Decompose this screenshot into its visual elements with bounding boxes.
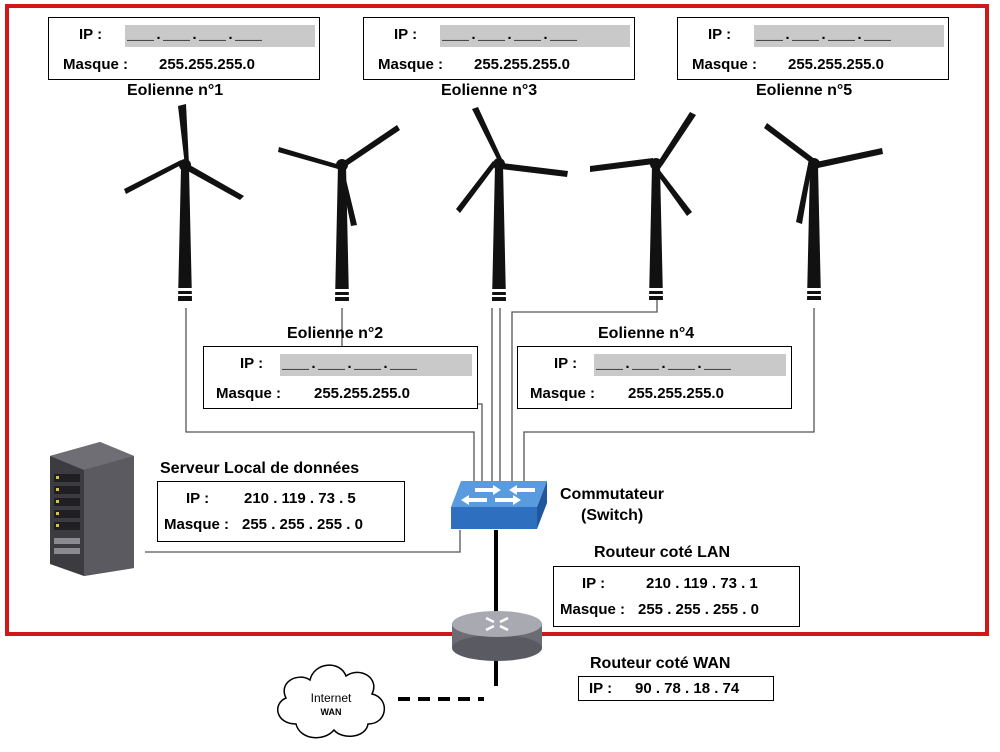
ip-label: IP : — [582, 575, 606, 592]
ip-label: IP : — [240, 355, 264, 372]
router-icon — [452, 611, 542, 661]
mask-label: Masque : — [63, 56, 129, 73]
router-lan-config: IP : 210 . 119 . 73 . 1 Masque : 255 . 2… — [553, 566, 800, 627]
mask-value: 255 . 255 . 255 . 0 — [638, 601, 759, 618]
server-title: Serveur Local de données — [160, 460, 360, 477]
mask-value: 255.255.255.0 — [159, 56, 255, 73]
eolienne-2-config: IP : ___.___.___.___ Masque : 255.255.25… — [203, 346, 478, 409]
link-eolienne-1 — [185, 308, 475, 482]
ip-input[interactable]: ___.___.___.___ — [754, 25, 944, 47]
mask-label: Masque : — [378, 56, 444, 73]
ip-input[interactable]: ___.___.___.___ — [125, 25, 315, 47]
eolienne-3-config: IP : ___.___.___.___ Masque : 255.255.25… — [363, 17, 635, 80]
mask-label: Masque : — [560, 601, 626, 618]
eolienne-2-title: Eolienne n°2 — [287, 325, 384, 342]
eolienne-3-title: Eolienne n°3 — [441, 82, 538, 99]
router-wan-title: Routeur coté WAN — [590, 655, 731, 672]
eolienne-4-config: IP : ___.___.___.___ Masque : 255.255.25… — [517, 346, 792, 409]
wind-turbine-5-icon — [764, 123, 883, 300]
router-wan-config: IP : 90 . 78 . 18 . 74 — [578, 676, 774, 701]
wind-turbine-2-icon — [278, 125, 400, 301]
server-config: IP : 210 . 119 . 73 . 5 Masque : 255 . 2… — [157, 481, 405, 542]
mask-label: Masque : — [216, 385, 282, 402]
router-lan-title: Routeur coté LAN — [594, 544, 730, 561]
link-eolienne-4 — [511, 300, 658, 482]
eolienne-4-title: Eolienne n°4 — [598, 325, 695, 342]
ip-label: IP : — [554, 355, 578, 372]
wind-turbine-4-icon — [590, 112, 696, 300]
wind-turbine-3-icon — [456, 107, 568, 301]
wan-label: WAN — [320, 707, 342, 717]
mask-value: 255.255.255.0 — [474, 56, 570, 73]
eolienne-1-title: Eolienne n°1 — [127, 82, 224, 99]
ip-input[interactable]: ___.___.___.___ — [440, 25, 630, 47]
ip-label: IP : — [79, 26, 103, 43]
mask-value: 255.255.255.0 — [628, 385, 724, 402]
ip-label: IP : — [394, 26, 418, 43]
internet-label: Internet — [310, 691, 352, 705]
mask-value: 255.255.255.0 — [788, 56, 884, 73]
ip-input[interactable]: ___.___.___.___ — [280, 354, 472, 376]
ip-value: 210 . 119 . 73 . 5 — [244, 490, 356, 507]
mask-label: Masque : — [530, 385, 596, 402]
link-server — [145, 530, 461, 553]
eolienne-1-config: IP : ___.___.___.___ Masque : 255.255.25… — [48, 17, 320, 80]
ip-value: 210 . 119 . 73 . 1 — [646, 575, 758, 592]
wind-turbine-1-icon — [124, 104, 244, 301]
ip-value: 90 . 78 . 18 . 74 — [635, 680, 740, 697]
mask-value: 255 . 255 . 255 . 0 — [242, 516, 363, 533]
eolienne-5-title: Eolienne n°5 — [756, 82, 853, 99]
ip-label: IP : — [589, 680, 613, 697]
ip-label: IP : — [186, 490, 210, 507]
ip-input[interactable]: ___.___.___.___ — [594, 354, 786, 376]
switch-icon — [451, 481, 547, 529]
eolienne-5-config: IP : ___.___.___.___ Masque : 255.255.25… — [677, 17, 949, 80]
link-eolienne-5 — [523, 308, 815, 482]
mask-label: Masque : — [692, 56, 758, 73]
server-rack-icon — [50, 442, 134, 576]
mask-label: Masque : — [164, 516, 230, 533]
internet-cloud-icon — [276, 664, 386, 739]
switch-label-2: (Switch) — [581, 507, 644, 524]
mask-value: 255.255.255.0 — [314, 385, 410, 402]
switch-label-1: Commutateur — [560, 486, 665, 503]
ip-label: IP : — [708, 26, 732, 43]
